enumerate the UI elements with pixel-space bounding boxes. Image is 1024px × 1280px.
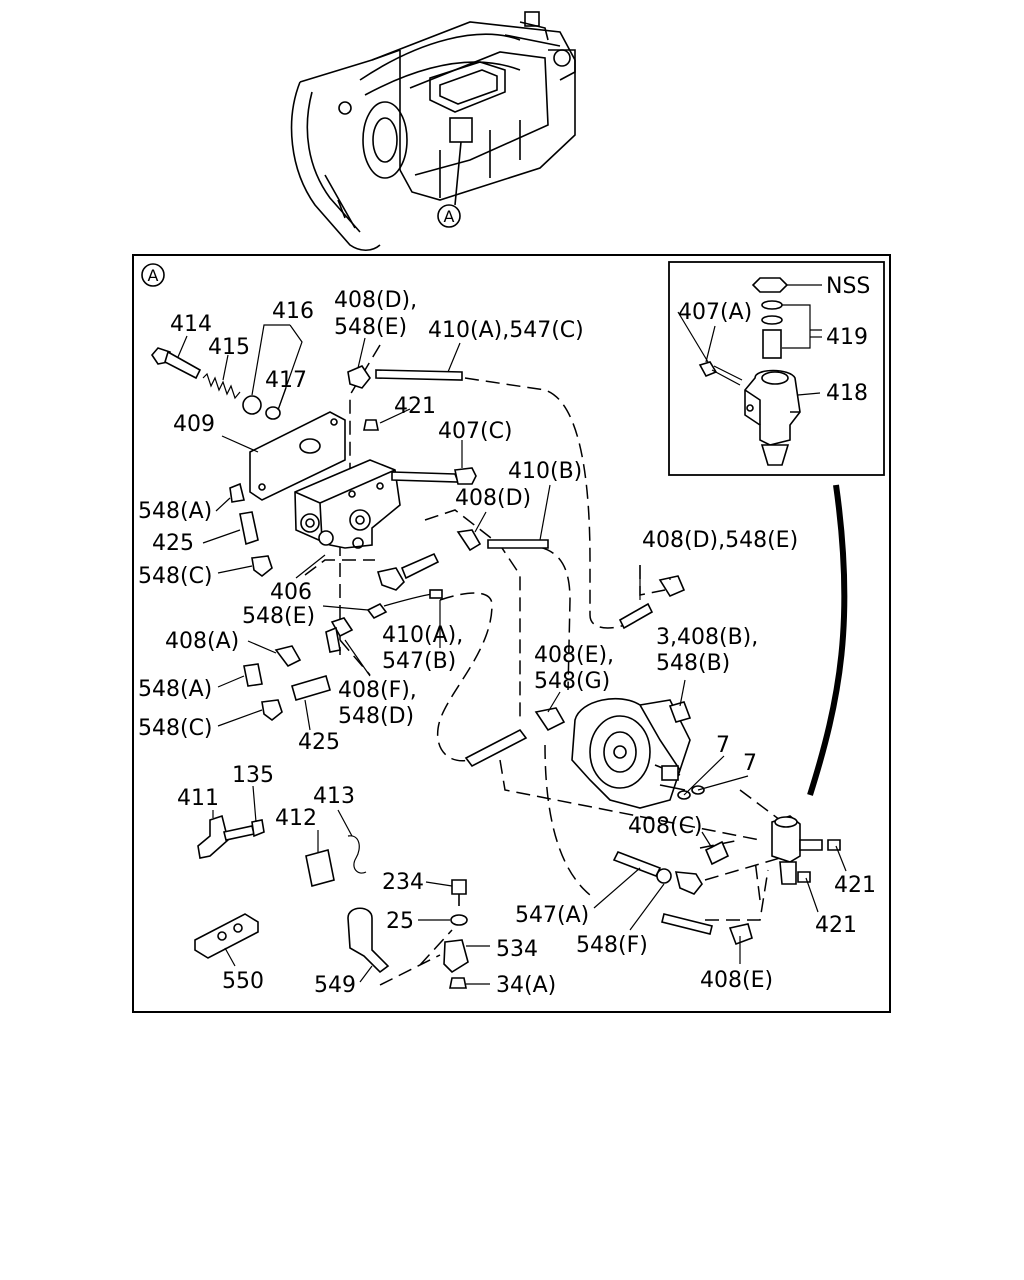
- label-417: 417: [265, 368, 307, 393]
- valve-body-assembly: [150, 347, 477, 549]
- inset-valve-detail: [668, 261, 885, 476]
- callout-a-circle-top: [437, 204, 461, 228]
- relay-valve-assembly: [464, 575, 841, 946]
- label-34a: 34(A): [496, 973, 556, 998]
- label-135: 135: [232, 763, 274, 788]
- label-421-right-2: 421: [815, 913, 857, 938]
- transmission-assembly-drawing: A: [290, 11, 576, 252]
- label-550: 550: [222, 969, 264, 994]
- label-408e-bottom: 408(E): [700, 968, 773, 993]
- label-408e-548g-line1: 408(E),: [534, 643, 614, 668]
- label-408d-mid: 408(D): [455, 486, 531, 511]
- fittings-left: [229, 365, 549, 722]
- label-534: 534: [496, 937, 538, 962]
- label-407a: 407(A): [678, 300, 752, 325]
- label-419: 419: [826, 325, 868, 350]
- part-number-labels: 414 415 416 417 409 408(D), 548(E) 410(A…: [138, 288, 876, 998]
- label-425-lower: 425: [298, 730, 340, 755]
- label-408d-548e-top-line1: 408(D),: [334, 288, 417, 313]
- label-412: 412: [275, 806, 317, 831]
- label-548a-upper: 548(A): [138, 499, 212, 524]
- label-3-408b-line1: 3,408(B),: [656, 625, 758, 650]
- label-408f-548d-line1: 408(F),: [338, 678, 417, 703]
- inset-labels: NSS 407(A) 419 418: [678, 274, 870, 406]
- label-410a-547b-line1: 410(A),: [382, 623, 463, 648]
- label-548c-lower: 548(C): [138, 716, 213, 741]
- label-549: 549: [314, 973, 356, 998]
- label-548c-upper: 548(C): [138, 564, 213, 589]
- label-415: 415: [208, 335, 250, 360]
- label-408d-548e-top-line2: 548(E): [334, 315, 407, 340]
- label-421-top: 421: [394, 394, 436, 419]
- label-406: 406: [270, 580, 312, 605]
- label-408c: 408(C): [628, 814, 703, 839]
- label-411: 411: [177, 786, 219, 811]
- label-425-upper: 425: [152, 531, 194, 556]
- label-548f: 548(F): [576, 933, 648, 958]
- label-548e-mid: 548(E): [242, 604, 315, 629]
- label-410b: 410(B): [508, 459, 582, 484]
- label-7-a: 7: [716, 733, 730, 758]
- leader-lines: [177, 311, 847, 985]
- callout-a-label-frame: A: [148, 266, 159, 285]
- label-3-408b-line2: 548(B): [656, 651, 730, 676]
- label-234: 234: [382, 870, 424, 895]
- label-408a: 408(A): [165, 629, 239, 654]
- label-421-right-1: 421: [834, 873, 876, 898]
- label-25: 25: [386, 909, 414, 934]
- label-407c: 407(C): [438, 419, 513, 444]
- label-418: 418: [826, 381, 868, 406]
- hose-routing-paths: [304, 344, 781, 986]
- detail-frame: [132, 254, 891, 1013]
- label-408e-548g-line2: 548(G): [534, 669, 610, 694]
- label-414: 414: [170, 312, 212, 337]
- label-7-b: 7: [743, 751, 757, 776]
- callout-a-circle-frame: [141, 263, 165, 287]
- label-413: 413: [313, 784, 355, 809]
- callout-leader-curve: [807, 484, 848, 796]
- label-410a-547b-line2: 547(B): [382, 649, 456, 674]
- label-416: 416: [272, 299, 314, 324]
- label-410a-547c: 410(A),547(C): [428, 318, 584, 343]
- label-408f-548d-line2: 548(D): [338, 704, 414, 729]
- label-547a: 547(A): [515, 903, 589, 928]
- label-409: 409: [173, 412, 215, 437]
- callout-a-label-top: A: [444, 207, 455, 226]
- label-408d-548e-right: 408(D),548(E): [642, 528, 798, 553]
- label-nss: NSS: [826, 274, 870, 299]
- bracket-parts: [194, 814, 469, 989]
- label-548a-lower: 548(A): [138, 677, 212, 702]
